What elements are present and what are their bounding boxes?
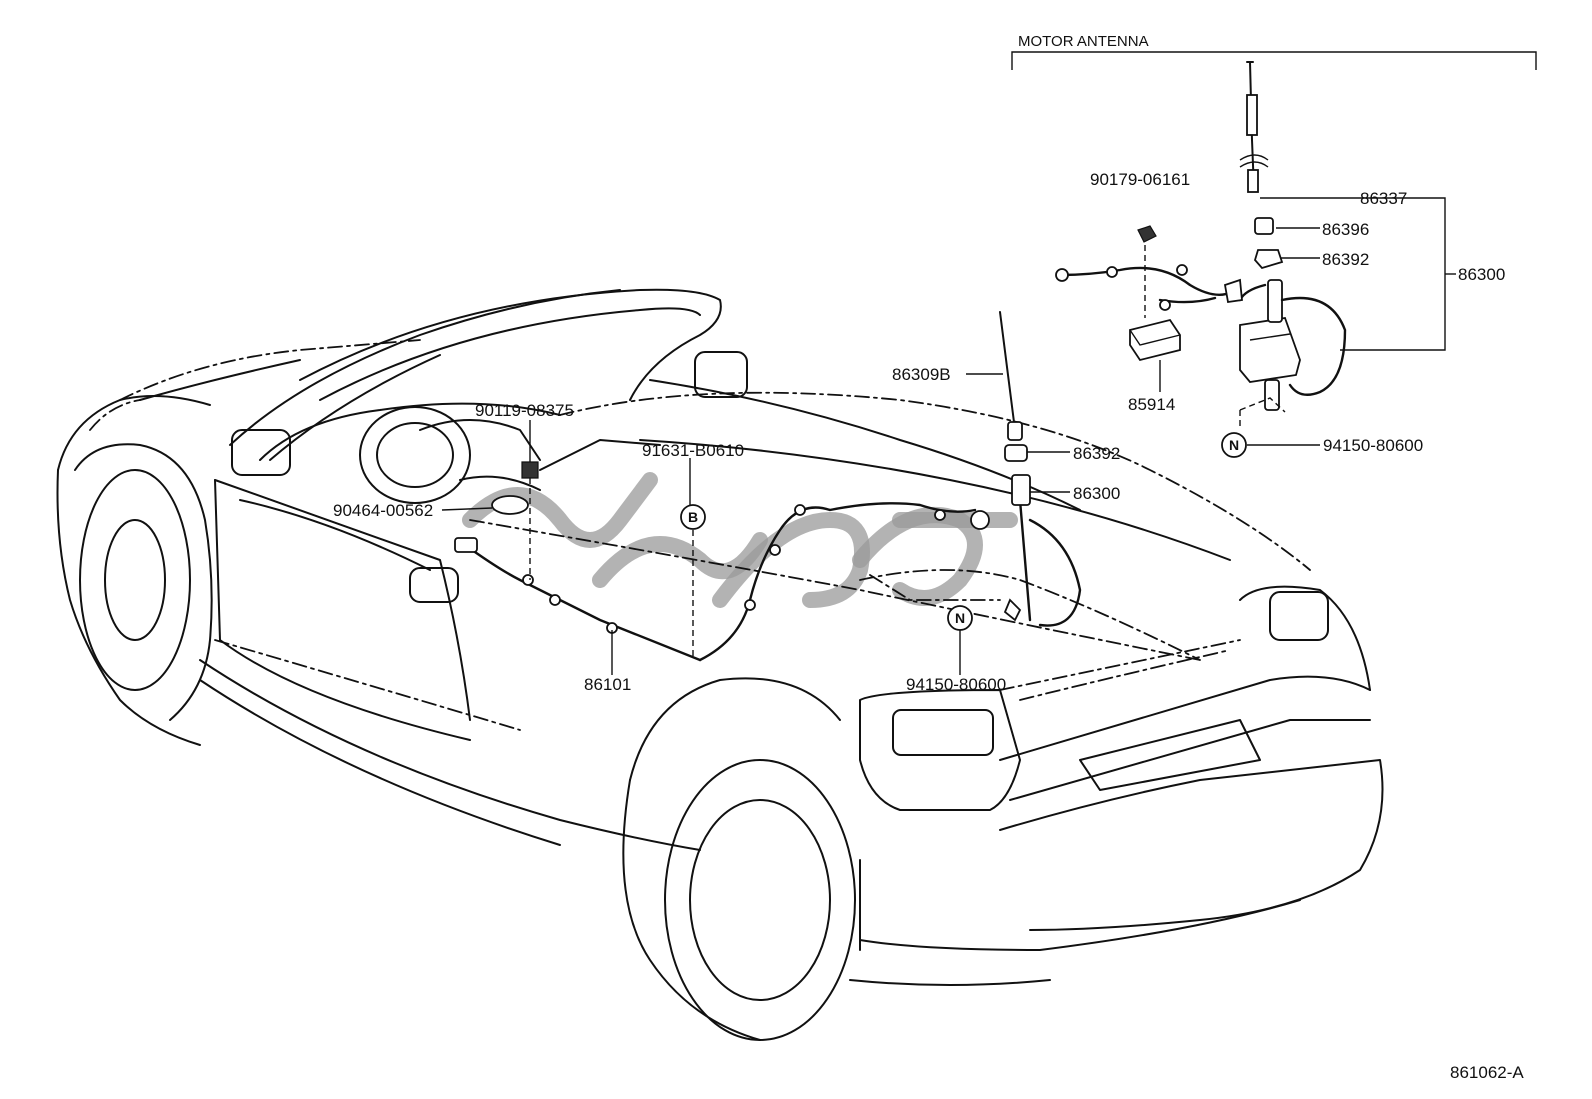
bushing-86396 xyxy=(1254,217,1274,235)
relay-85914 xyxy=(1129,318,1181,362)
label-86300-mid: 86300 xyxy=(1073,484,1120,503)
b-marker: B xyxy=(680,504,706,530)
n-marker-bottom-text: N xyxy=(955,610,965,626)
label-86309b: 86309B xyxy=(892,365,951,384)
car-body-outline xyxy=(56,288,1384,1041)
cable-connector-left xyxy=(454,537,478,553)
label-86396: 86396 xyxy=(1322,220,1369,239)
b-marker-text: B xyxy=(688,509,698,525)
label-86101: 86101 xyxy=(584,675,631,694)
bolt-90119 xyxy=(521,461,539,479)
watermark xyxy=(462,472,1018,608)
label-90179-06161: 90179-06161 xyxy=(1090,170,1190,189)
motor-antenna-header: MOTOR ANTENNA xyxy=(1018,33,1149,50)
label-86300-group: 86300 xyxy=(1458,265,1505,284)
label-86337: 86337 xyxy=(1360,189,1407,208)
nut-86392-detail xyxy=(1253,249,1284,270)
label-94150-80600-bottom: 94150-80600 xyxy=(906,675,1006,694)
leader-lines xyxy=(441,197,1420,675)
label-90119-08375: 90119-08375 xyxy=(475,401,574,420)
label-85914: 85914 xyxy=(1128,395,1175,414)
motor-antenna-detail xyxy=(1011,51,1537,430)
n-marker-top: N xyxy=(1221,432,1247,458)
label-86392-top: 86392 xyxy=(1322,250,1369,269)
nut-90179 xyxy=(1137,225,1157,243)
figure-code: 861062-A xyxy=(1450,1063,1524,1082)
n-marker-top-text: N xyxy=(1229,437,1239,453)
label-94150-80600-top: 94150-80600 xyxy=(1323,436,1423,455)
label-90464-00562: 90464-00562 xyxy=(333,501,433,520)
label-91631-b0610: 91631-B0610 xyxy=(642,441,744,460)
nut-86392-car xyxy=(1004,444,1028,462)
antenna-rod-86309b xyxy=(999,311,1016,431)
antenna-cable-harness xyxy=(454,311,1082,662)
motor-housing-86300 xyxy=(1239,316,1301,383)
label-86392-mid: 86392 xyxy=(1073,444,1120,463)
clamp-90464 xyxy=(491,495,529,515)
antenna-mount-86300-car xyxy=(1011,474,1031,506)
n-marker-bottom: N xyxy=(947,605,973,631)
